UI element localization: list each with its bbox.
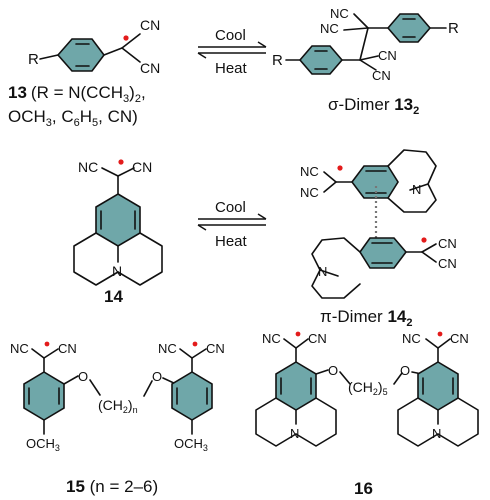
oxygen-label: O: [400, 363, 410, 378]
compound-16-caption: 16: [354, 479, 373, 498]
cyano-label: CN: [378, 48, 397, 63]
nitrogen-label: N: [432, 426, 441, 441]
alkyl-chain-label: (CH2)n: [98, 397, 138, 415]
cyano-label: CN: [140, 17, 160, 33]
methoxy-label: OCH3: [174, 436, 208, 453]
cyano-label: NC: [330, 6, 349, 21]
cyano-label: CN: [132, 159, 152, 175]
cyano-label: NC: [402, 331, 421, 346]
cyano-label: CN: [438, 236, 457, 251]
equilibrium-arrow-1: Cool Heat: [197, 27, 267, 77]
compound-16-structure: NC CN N O (CH2)5 O NC CN N: [255, 331, 479, 447]
radical-dot: [421, 237, 427, 243]
cyano-label: NC: [320, 21, 339, 36]
equilibrium-arrow-2: Cool Heat: [197, 199, 267, 250]
nitrogen-label: N: [112, 263, 122, 279]
nitrogen-label: N: [318, 264, 327, 279]
compound-13-caption-line2: OCH3, C6H5, CN): [8, 107, 138, 129]
cyano-label: CN: [58, 341, 77, 356]
nitrogen-label: N: [290, 426, 299, 441]
methoxy-label: OCH3: [26, 436, 60, 453]
cyano-label: NC: [262, 331, 281, 346]
compound-14-structure: NC CN N: [73, 159, 163, 286]
alkyl-chain-label: (CH2)5: [348, 379, 388, 397]
compound-15-caption: 15 (n = 2–6): [66, 477, 158, 496]
r-substituent-label: R: [28, 51, 39, 68]
sigma-dimer-caption: σ-Dimer 132: [328, 95, 419, 117]
radical-dot: [44, 341, 50, 347]
r-substituent-label: R: [272, 52, 283, 69]
cyano-label: NC: [300, 164, 319, 179]
cyano-label: CN: [308, 331, 327, 346]
radical-dot: [192, 341, 198, 347]
cyano-label: CN: [206, 341, 225, 356]
compound-13-caption: 13(R = N(CCH3)2,: [8, 83, 146, 105]
cyano-label: CN: [450, 331, 469, 346]
radical-dot: [123, 35, 129, 41]
cyano-label: CN: [438, 256, 457, 271]
radical-dot: [337, 165, 343, 171]
pi-dimer-caption: π-Dimer 142: [320, 307, 413, 329]
radical-dot: [118, 159, 124, 165]
radical-dot: [437, 331, 443, 337]
cyano-label: CN: [372, 68, 391, 83]
cyano-label: NC: [158, 341, 177, 356]
r-substituent-label: R: [448, 20, 459, 37]
oxygen-label: O: [78, 369, 88, 384]
compound-13-structure: R CN CN: [28, 17, 160, 76]
sigma-dimer-13-2-structure: NC NC R R CN CN: [272, 6, 459, 83]
cyano-label: NC: [300, 185, 319, 200]
compound-14-caption: 14: [104, 287, 123, 306]
radical-dot: [295, 331, 301, 337]
cyano-label: NC: [78, 159, 98, 175]
arrow-label-heat: Heat: [215, 233, 248, 250]
arrow-label-cool: Cool: [215, 199, 246, 216]
pi-dimer-14-2-structure: NC NC N N CN CN: [300, 149, 457, 299]
cyano-label: CN: [140, 60, 160, 76]
oxygen-label: O: [152, 369, 162, 384]
cyano-label: NC: [10, 341, 29, 356]
nitrogen-label: N: [412, 182, 421, 197]
oxygen-label: O: [328, 363, 338, 378]
compound-15-structure: NC CN O OCH3 (CH2)n O NC CN OCH3: [10, 341, 225, 453]
arrow-label-heat: Heat: [215, 60, 248, 77]
arrow-label-cool: Cool: [215, 27, 246, 44]
